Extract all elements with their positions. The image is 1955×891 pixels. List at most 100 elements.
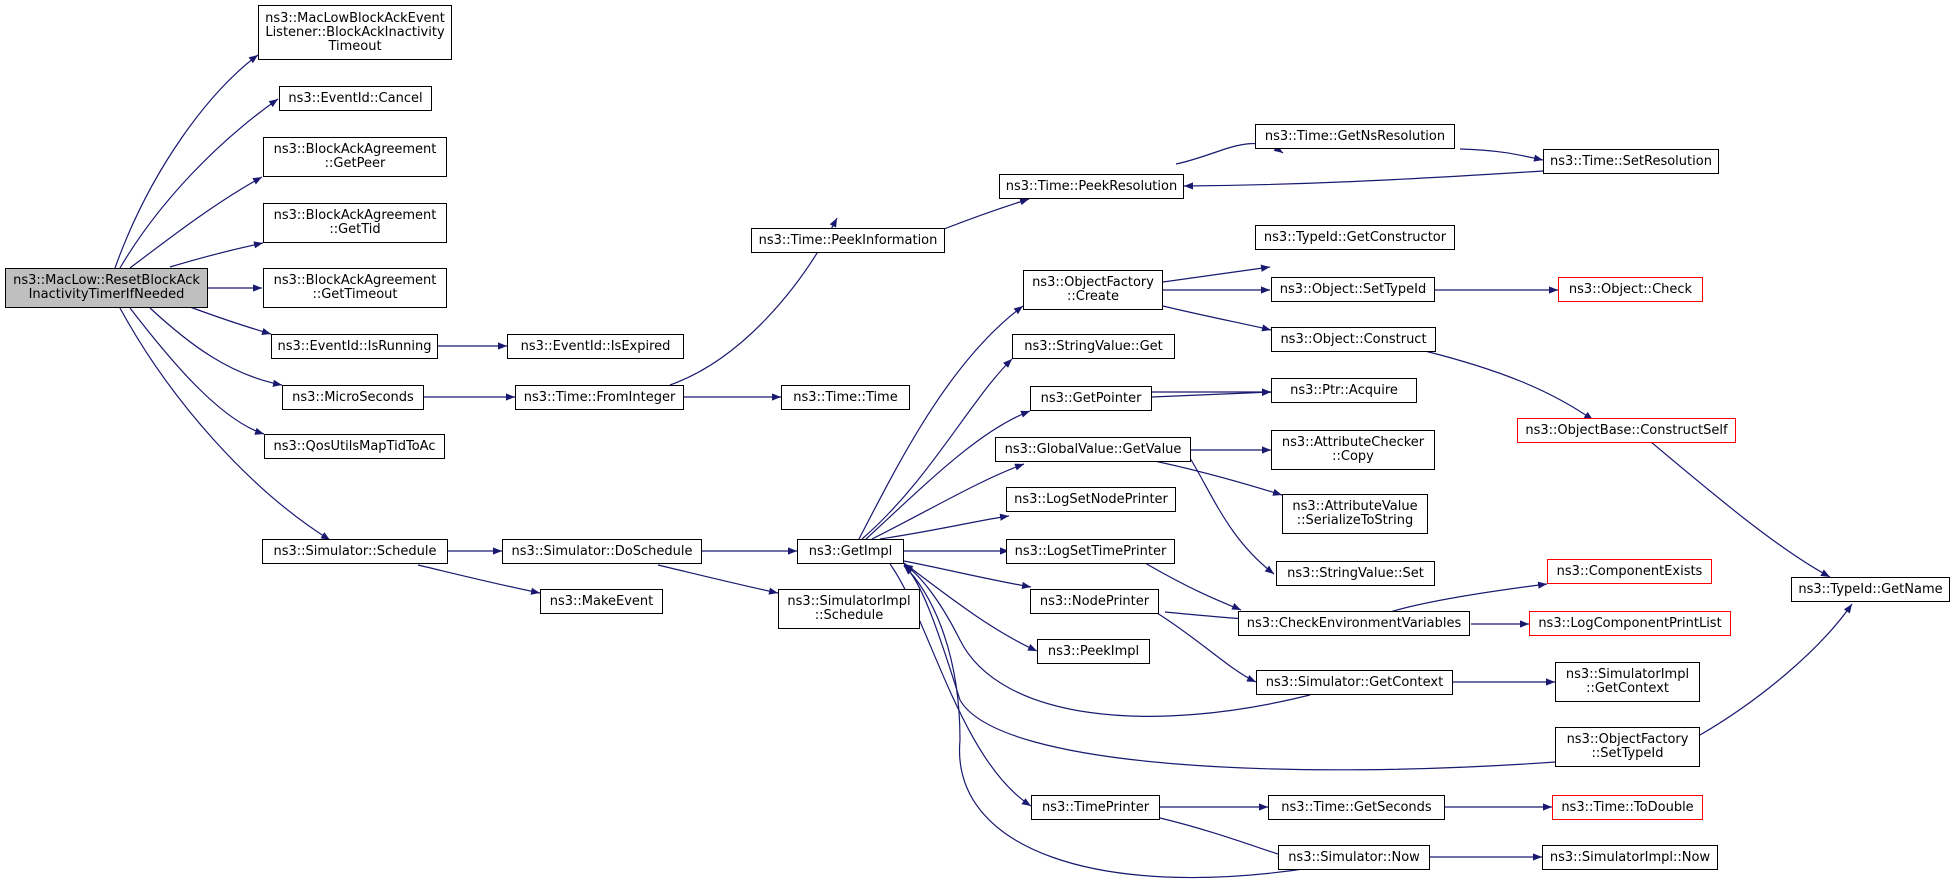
node-label: ns3::GetImpl xyxy=(808,543,893,559)
node-simimpl-now[interactable]: ns3::SimulatorImpl::Now xyxy=(1542,845,1718,870)
node-label: ns3::ObjectFactory xyxy=(1566,732,1689,747)
node-label: InactivityTimerIfNeeded xyxy=(28,287,185,302)
node-time-todouble[interactable]: ns3::Time::ToDouble xyxy=(1552,795,1703,820)
node-simulator-getcontext[interactable]: ns3::Simulator::GetContext xyxy=(1256,670,1453,695)
node-makeevent[interactable]: ns3::MakeEvent xyxy=(540,589,663,614)
node-label: ns3::Simulator::Schedule xyxy=(273,543,437,559)
node-checkenv[interactable]: ns3::CheckEnvironmentVariables xyxy=(1238,611,1470,636)
node-lognodeprinter[interactable]: ns3::LogSetNodePrinter xyxy=(1006,487,1176,512)
node-label: ns3::LogSetNodePrinter xyxy=(1014,491,1168,507)
node-logtimeprinter[interactable]: ns3::LogSetTimePrinter xyxy=(1006,539,1175,564)
node-object-check[interactable]: ns3::Object::Check xyxy=(1558,277,1703,302)
node-qos-map[interactable]: ns3::QosUtilsMapTidToAc xyxy=(264,434,445,459)
node-label: ns3::EventId::IsExpired xyxy=(520,338,671,354)
node-block-ack-inactivity-timeout[interactable]: ns3::MacLowBlockAckEvent Listener::Block… xyxy=(258,5,452,60)
node-label: ns3::AttributeValue xyxy=(1292,499,1418,514)
node-time-time[interactable]: ns3::Time::Time xyxy=(781,385,910,410)
node-label: ns3::ObjectBase::ConstructSelf xyxy=(1525,422,1728,438)
node-label: ns3::AttributeChecker xyxy=(1281,435,1425,450)
node-label: ns3::EventId::Cancel xyxy=(288,90,423,106)
node-label: ns3::MicroSeconds xyxy=(292,389,414,405)
node-stringvalue-set[interactable]: ns3::StringValue::Set xyxy=(1276,561,1435,586)
node-label: ns3::Object::SetTypeId xyxy=(1279,281,1427,297)
node-label: ::Create xyxy=(1067,289,1119,304)
node-simulator-schedule[interactable]: ns3::Simulator::Schedule xyxy=(262,539,448,564)
node-label: ns3::Object::Check xyxy=(1568,281,1693,297)
node-label: ns3::SimulatorImpl xyxy=(787,594,911,609)
node-baa-gettimeout[interactable]: ns3::BlockAckAgreement ::GetTimeout xyxy=(263,268,447,308)
node-eventid-cancel[interactable]: ns3::EventId::Cancel xyxy=(279,86,432,111)
node-simimpl-getcontext[interactable]: ns3::SimulatorImpl ::GetContext xyxy=(1555,662,1700,702)
node-label: ::SetTypeId xyxy=(1591,746,1664,761)
node-label: ns3::SimulatorImpl xyxy=(1565,667,1690,682)
node-label: ns3::PeekImpl xyxy=(1047,643,1140,659)
node-label: ns3::TypeId::GetName xyxy=(1798,581,1943,597)
node-stringvalue-get[interactable]: ns3::StringValue::Get xyxy=(1012,334,1175,359)
node-label: ns3::Simulator::GetContext xyxy=(1265,674,1444,690)
node-simulator-doschedule[interactable]: ns3::Simulator::DoSchedule xyxy=(502,539,702,564)
node-label: ns3::TimePrinter xyxy=(1041,799,1150,815)
node-time-getnsresolution[interactable]: ns3::Time::GetNsResolution xyxy=(1255,124,1455,149)
node-baa-gettid[interactable]: ns3::BlockAckAgreement ::GetTid xyxy=(263,203,447,243)
node-label: ns3::Ptr::Acquire xyxy=(1290,382,1398,398)
node-ptr-acquire[interactable]: ns3::Ptr::Acquire xyxy=(1271,378,1417,403)
node-baa-getpeer[interactable]: ns3::BlockAckAgreement ::GetPeer xyxy=(263,137,447,177)
node-label: ns3::StringValue::Get xyxy=(1024,338,1163,354)
node-label: ns3::StringValue::Set xyxy=(1287,565,1424,581)
node-label: ns3::Time::ToDouble xyxy=(1561,799,1694,815)
node-label: ::GetTid xyxy=(329,222,381,237)
node-peekimpl[interactable]: ns3::PeekImpl xyxy=(1037,639,1150,664)
node-typeid-getname[interactable]: ns3::TypeId::GetName xyxy=(1791,577,1950,602)
node-globalvalue-getvalue[interactable]: ns3::GlobalValue::GetValue xyxy=(995,437,1191,462)
node-getpointer[interactable]: ns3::GetPointer xyxy=(1030,386,1152,411)
node-label: Timeout xyxy=(328,38,382,54)
node-getimpl[interactable]: ns3::GetImpl xyxy=(797,539,904,564)
node-label: ns3::Simulator::DoSchedule xyxy=(511,543,693,559)
node-typeid-getconstructor[interactable]: ns3::TypeId::GetConstructor xyxy=(1255,225,1455,250)
node-objectfactory-settypeid[interactable]: ns3::ObjectFactory ::SetTypeId xyxy=(1555,727,1700,767)
node-time-getseconds[interactable]: ns3::Time::GetSeconds xyxy=(1268,795,1445,820)
node-label: ns3::LogSetTimePrinter xyxy=(1014,543,1167,559)
node-objectfactory-create[interactable]: ns3::ObjectFactory ::Create xyxy=(1023,270,1163,310)
node-label: ns3::NodePrinter xyxy=(1039,593,1150,609)
node-label: ns3::Time::PeekResolution xyxy=(1005,178,1178,194)
node-simimpl-schedule[interactable]: ns3::SimulatorImpl ::Schedule xyxy=(778,589,920,629)
node-logcomponentprintlist[interactable]: ns3::LogComponentPrintList xyxy=(1529,611,1731,636)
node-microseconds[interactable]: ns3::MicroSeconds xyxy=(282,385,424,410)
node-label: ns3::Object::Construct xyxy=(1280,331,1427,347)
node-label: ns3::QosUtilsMapTidToAc xyxy=(273,438,436,454)
node-nodeprinter[interactable]: ns3::NodePrinter xyxy=(1030,589,1159,614)
node-timeprinter[interactable]: ns3::TimePrinter xyxy=(1031,795,1160,820)
node-label: ns3::Time::PeekInformation xyxy=(758,232,938,248)
node-label: ns3::BlockAckAgreement xyxy=(273,142,437,157)
node-label: ns3::Time::GetNsResolution xyxy=(1264,128,1446,144)
node-time-setresolution[interactable]: ns3::Time::SetResolution xyxy=(1543,149,1719,174)
node-label: ns3::TypeId::GetConstructor xyxy=(1263,229,1447,245)
node-label: ns3::EventId::IsRunning xyxy=(277,338,432,354)
node-label: ns3::LogComponentPrintList xyxy=(1538,615,1722,631)
node-label: ns3::Time::GetSeconds xyxy=(1281,799,1432,815)
node-label: ns3::MacLow::ResetBlockAck xyxy=(13,273,200,288)
node-object-settypeid[interactable]: ns3::Object::SetTypeId xyxy=(1271,277,1435,302)
node-label: ns3::BlockAckAgreement xyxy=(273,273,437,288)
node-componentexists[interactable]: ns3::ComponentExists xyxy=(1547,559,1712,584)
node-objectbase-constructself[interactable]: ns3::ObjectBase::ConstructSelf xyxy=(1517,418,1736,443)
node-attributechecker-copy[interactable]: ns3::AttributeChecker ::Copy xyxy=(1271,430,1435,470)
node-object-construct[interactable]: ns3::Object::Construct xyxy=(1271,327,1436,352)
node-time-peekinformation[interactable]: ns3::Time::PeekInformation xyxy=(751,228,945,253)
node-label: ns3::GetPointer xyxy=(1040,390,1142,406)
node-label: ns3::Time::Time xyxy=(793,389,898,405)
node-eventid-isexpired[interactable]: ns3::EventId::IsExpired xyxy=(507,334,684,359)
node-label: ns3::MacLowBlockAckEvent xyxy=(265,10,445,26)
node-label: ns3::GlobalValue::GetValue xyxy=(1004,441,1182,457)
node-label: ::Schedule xyxy=(814,608,884,623)
node-label: ns3::Time::SetResolution xyxy=(1550,153,1712,169)
node-simulator-now[interactable]: ns3::Simulator::Now xyxy=(1278,845,1430,870)
node-label: Listener::BlockAckInactivity xyxy=(265,24,445,40)
node-eventid-isrunning[interactable]: ns3::EventId::IsRunning xyxy=(271,334,438,359)
node-attributevalue-serialize[interactable]: ns3::AttributeValue ::SerializeToString xyxy=(1282,494,1428,534)
node-time-peekresolution[interactable]: ns3::Time::PeekResolution xyxy=(999,174,1184,199)
node-time-frominteger[interactable]: ns3::Time::FromInteger xyxy=(515,385,684,410)
